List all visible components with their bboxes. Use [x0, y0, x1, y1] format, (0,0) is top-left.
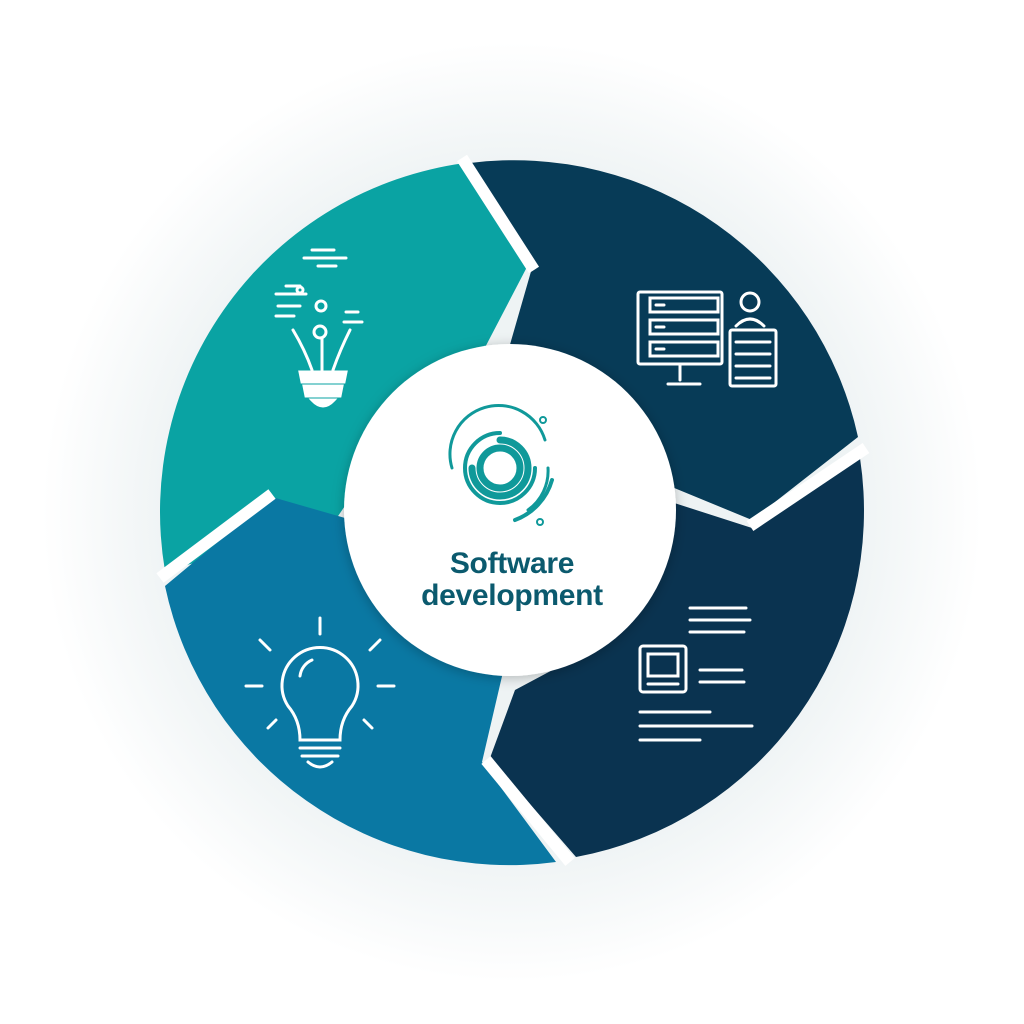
segment-separators	[156, 154, 870, 866]
code-document-icon	[638, 606, 754, 742]
server-dashboard-icon	[636, 290, 778, 388]
lightbulb-idea-icon	[244, 616, 396, 769]
spiral-logo-icon	[448, 403, 554, 526]
center-circle	[344, 344, 676, 676]
segment-teal	[159, 163, 528, 571]
segment-dark-upper	[470, 160, 858, 520]
lightbulb-circuit-icon	[274, 248, 364, 408]
title-line-1: Software	[449, 547, 575, 580]
title-line-2: development	[421, 579, 603, 612]
segment-blue	[165, 497, 556, 866]
page-title: Software development	[352, 548, 672, 612]
